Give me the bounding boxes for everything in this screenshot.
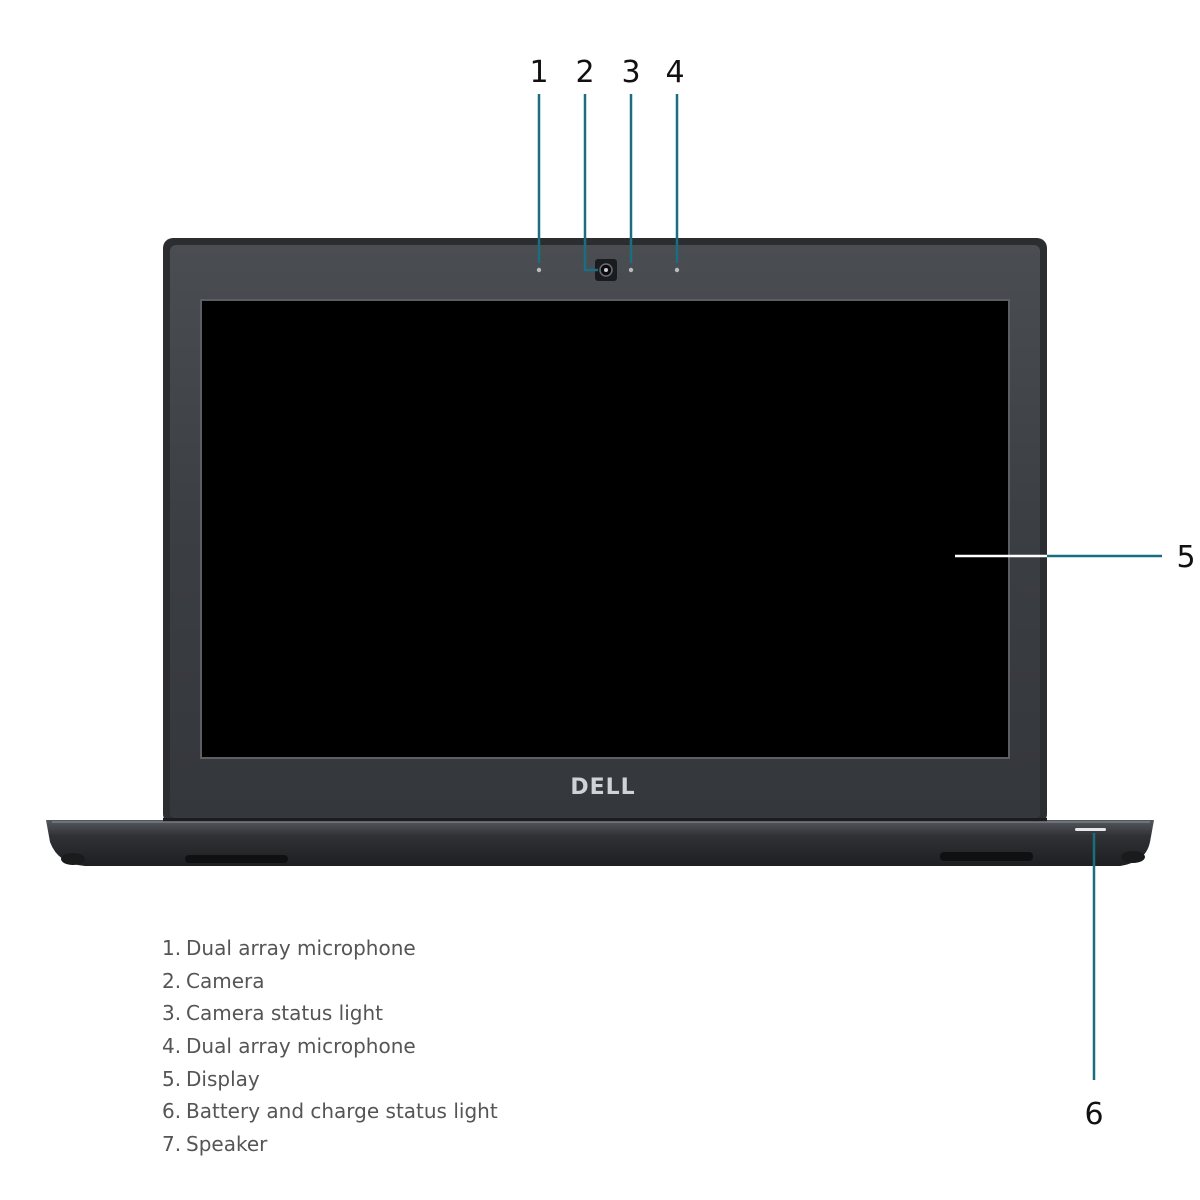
display-screen [200, 299, 1010, 759]
speaker-grille-left [185, 855, 288, 863]
legend-item: 2.Camera [162, 967, 498, 1000]
callout-number-3: 3 [621, 55, 640, 90]
legend-item: 6.Battery and charge status light [162, 1097, 498, 1130]
callout-number-6: 6 [1084, 1097, 1103, 1132]
legend-item-label: Display [186, 1066, 260, 1091]
legend-item: 4.Dual array microphone [162, 1032, 498, 1065]
foot-right [1121, 851, 1145, 863]
legend-item: 7.Speaker [162, 1130, 498, 1163]
legend-item-number: 2. [162, 968, 182, 993]
legend-item-label: Battery and charge status light [186, 1099, 498, 1124]
foot-left [61, 853, 85, 865]
legend-item-label: Dual array microphone [186, 1034, 416, 1059]
leader-lines [537, 94, 1162, 1080]
hinge-gap [163, 818, 1047, 822]
legend-item-label: Speaker [186, 1132, 268, 1157]
microphone-left-hole [536, 267, 542, 273]
legend-item-number: 1. [162, 936, 182, 960]
dell-logo: DELL [570, 775, 635, 800]
microphone-right-hole [674, 267, 680, 273]
legend-item-number: 5. [162, 1066, 182, 1091]
component-legend: 1.Dual array microphone 2.Camera 3.Camer… [162, 934, 498, 1163]
camera-lens-highlight [604, 268, 608, 272]
legend-item-label: Camera status light [186, 1001, 383, 1026]
camera-status-light-dot [628, 267, 634, 273]
legend-item-number: 3. [162, 1001, 182, 1026]
battery-status-light-bar [1075, 828, 1106, 831]
legend-item: 3.Camera status light [162, 999, 498, 1032]
callout-number-5: 5 [1176, 540, 1195, 575]
laptop-base [46, 820, 1154, 866]
callout-number-1: 1 [529, 55, 548, 90]
callout-number-2: 2 [575, 55, 594, 90]
legend-item-number: 4. [162, 1034, 182, 1059]
legend-item-label: Dual array microphone [186, 936, 416, 960]
legend-item: 1.Dual array microphone [162, 934, 498, 967]
legend-item-number: 7. [162, 1132, 182, 1157]
legend-item: 5.Display [162, 1065, 498, 1098]
speaker-grille-right [940, 852, 1033, 861]
callout-number-4: 4 [665, 55, 684, 90]
legend-item-number: 6. [162, 1099, 182, 1124]
legend-item-label: Camera [186, 968, 265, 993]
